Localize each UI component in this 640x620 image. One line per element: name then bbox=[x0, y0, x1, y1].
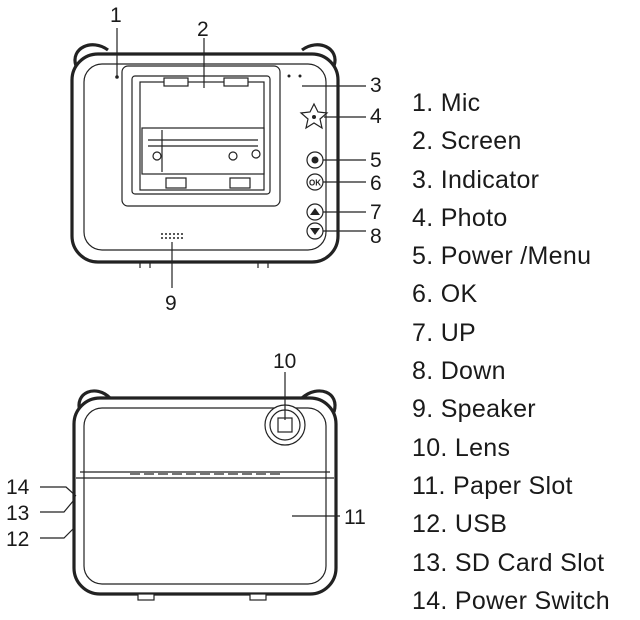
callout-9: 9 bbox=[165, 292, 177, 315]
callout-7: 7 bbox=[370, 201, 382, 224]
callout-5: 5 bbox=[370, 149, 382, 172]
legend-item: 2. Screen bbox=[412, 127, 522, 156]
screen-tab-c bbox=[165, 177, 187, 189]
legend-item: 9. Speaker bbox=[412, 395, 536, 424]
lens-icon bbox=[277, 417, 293, 433]
legend-item: 7. UP bbox=[412, 318, 477, 347]
legend-item: 8. Down bbox=[412, 357, 506, 386]
back-leader-lines bbox=[40, 372, 340, 539]
back-view: 10 11 12 13 14 bbox=[6, 350, 366, 601]
legend-item: 14. Power Switch bbox=[412, 586, 610, 615]
callout-13: 13 bbox=[6, 502, 29, 525]
screen-tab-a bbox=[163, 77, 189, 87]
callout-1: 1 bbox=[110, 4, 122, 27]
back-body-inner bbox=[83, 407, 327, 585]
callout-8: 8 bbox=[370, 225, 382, 248]
callout-10: 10 bbox=[273, 350, 296, 373]
mechanism-screw-c bbox=[251, 149, 261, 159]
front-view: OK 1 2 3 4 5 6 7 8 9 bbox=[70, 4, 382, 315]
screen-tab-d bbox=[229, 177, 251, 189]
screen-mechanism bbox=[141, 127, 265, 175]
parts-legend: 1. Mic 2. Screen 3. Indicator 4. Photo 5… bbox=[412, 84, 610, 620]
callout-2: 2 bbox=[197, 18, 209, 41]
screen-tab-b bbox=[223, 77, 249, 87]
legend-item: 4. Photo bbox=[412, 203, 508, 232]
legend-item: 5. Power /Menu bbox=[412, 242, 592, 271]
legend-item: 10. Lens bbox=[412, 433, 511, 462]
mechanism-screw-a bbox=[152, 151, 162, 161]
mechanism-screw-b bbox=[228, 151, 238, 161]
ok-button-label: OK bbox=[309, 179, 321, 188]
up-arrow-icon bbox=[310, 208, 320, 215]
callout-3: 3 bbox=[370, 74, 382, 97]
callout-11: 11 bbox=[344, 506, 366, 529]
indicator-dot-a bbox=[287, 74, 291, 78]
callout-6: 6 bbox=[370, 172, 382, 195]
legend-item: 3. Indicator bbox=[412, 165, 540, 194]
indicator-dot-b bbox=[298, 74, 302, 78]
front-leader-lines bbox=[116, 28, 366, 288]
callout-4: 4 bbox=[370, 105, 382, 128]
legend-item: 12. USB bbox=[412, 510, 508, 539]
callout-12: 12 bbox=[6, 528, 29, 551]
back-foot-left bbox=[137, 593, 155, 601]
legend-item: 13. SD Card Slot bbox=[412, 548, 605, 577]
photo-button-dot bbox=[312, 115, 316, 119]
callout-14: 14 bbox=[6, 476, 30, 499]
back-foot-right bbox=[249, 593, 267, 601]
mic-hole bbox=[115, 75, 119, 79]
power-icon bbox=[311, 156, 319, 164]
legend-item: 6. OK bbox=[412, 280, 478, 309]
legend-item: 1. Mic bbox=[412, 89, 481, 117]
down-arrow-icon bbox=[310, 228, 320, 235]
speaker-grille bbox=[161, 233, 183, 239]
legend-item: 11. Paper Slot bbox=[412, 471, 573, 500]
